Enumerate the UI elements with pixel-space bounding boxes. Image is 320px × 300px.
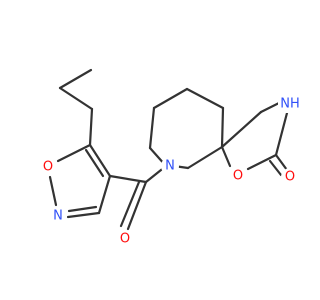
bond-isoxazole-c5-o	[56, 143, 92, 163]
bond-c4-carbonyl	[108, 174, 148, 184]
atom-lactone-carbonyl-oxygen: O	[281, 168, 299, 186]
atom-amide-nh: NH	[278, 95, 300, 113]
amide-nh-label: NH	[280, 97, 300, 112]
bond-isoxazole-n-c3-double	[67, 205, 98, 213]
molecule-structure: O N N O O NH O	[39, 68, 300, 248]
bond-propyl-3	[88, 107, 94, 147]
bond-ring-o-spiro	[220, 145, 232, 168]
bond-pip-c-c-1	[148, 106, 156, 150]
atom-ring-oxygen: O	[229, 167, 247, 185]
bond-isoxazole-c4-c5-double	[84, 148, 105, 178]
atom-isoxazole-oxygen: O	[39, 158, 57, 176]
carbonyl-oxygen-label: O	[120, 232, 130, 247]
atom-isoxazole-nitrogen: N	[49, 207, 67, 225]
atom-carbonyl-oxygen: O	[116, 230, 134, 248]
bond-isoxazole-n-c3	[66, 211, 101, 219]
bond-propyl-2	[58, 68, 93, 90]
atom-labels: O N N O O NH O	[39, 95, 300, 248]
isoxazole-oxygen-label: O	[43, 160, 53, 175]
isoxazole-nitrogen-label: N	[53, 209, 63, 224]
bond-pip-c-c-3	[185, 87, 225, 110]
bond-carbonyl-oxygen-double	[119, 180, 141, 228]
bond-lactone-carbonyl-double	[268, 159, 283, 177]
bond-carbonyl-oxygen	[126, 180, 148, 231]
atom-piperidine-nitrogen: N	[161, 157, 179, 175]
bond-pip-c-c-2	[152, 87, 189, 110]
bond-isoxazole-c3-c4	[97, 174, 112, 215]
bond-isoxazole-o-n	[48, 175, 58, 207]
piperidine-nitrogen-label: N	[165, 159, 175, 174]
bond-propyl-1	[58, 86, 94, 111]
lactone-carbonyl-oxygen-label: O	[285, 170, 295, 185]
ring-oxygen-label: O	[233, 169, 243, 184]
bond-nh-carbonyl	[274, 111, 289, 157]
bond-pip-spiro-ch2	[186, 145, 224, 170]
bond-layer	[48, 68, 289, 231]
bond-isoxazole-c4-c5	[88, 143, 112, 178]
bond-carbonyl-ring-o	[246, 153, 278, 171]
bond-pip-c-spiro	[220, 106, 225, 149]
bond-spiro-ch2	[220, 110, 263, 149]
bond-lactone-carbonyl	[274, 153, 289, 172]
